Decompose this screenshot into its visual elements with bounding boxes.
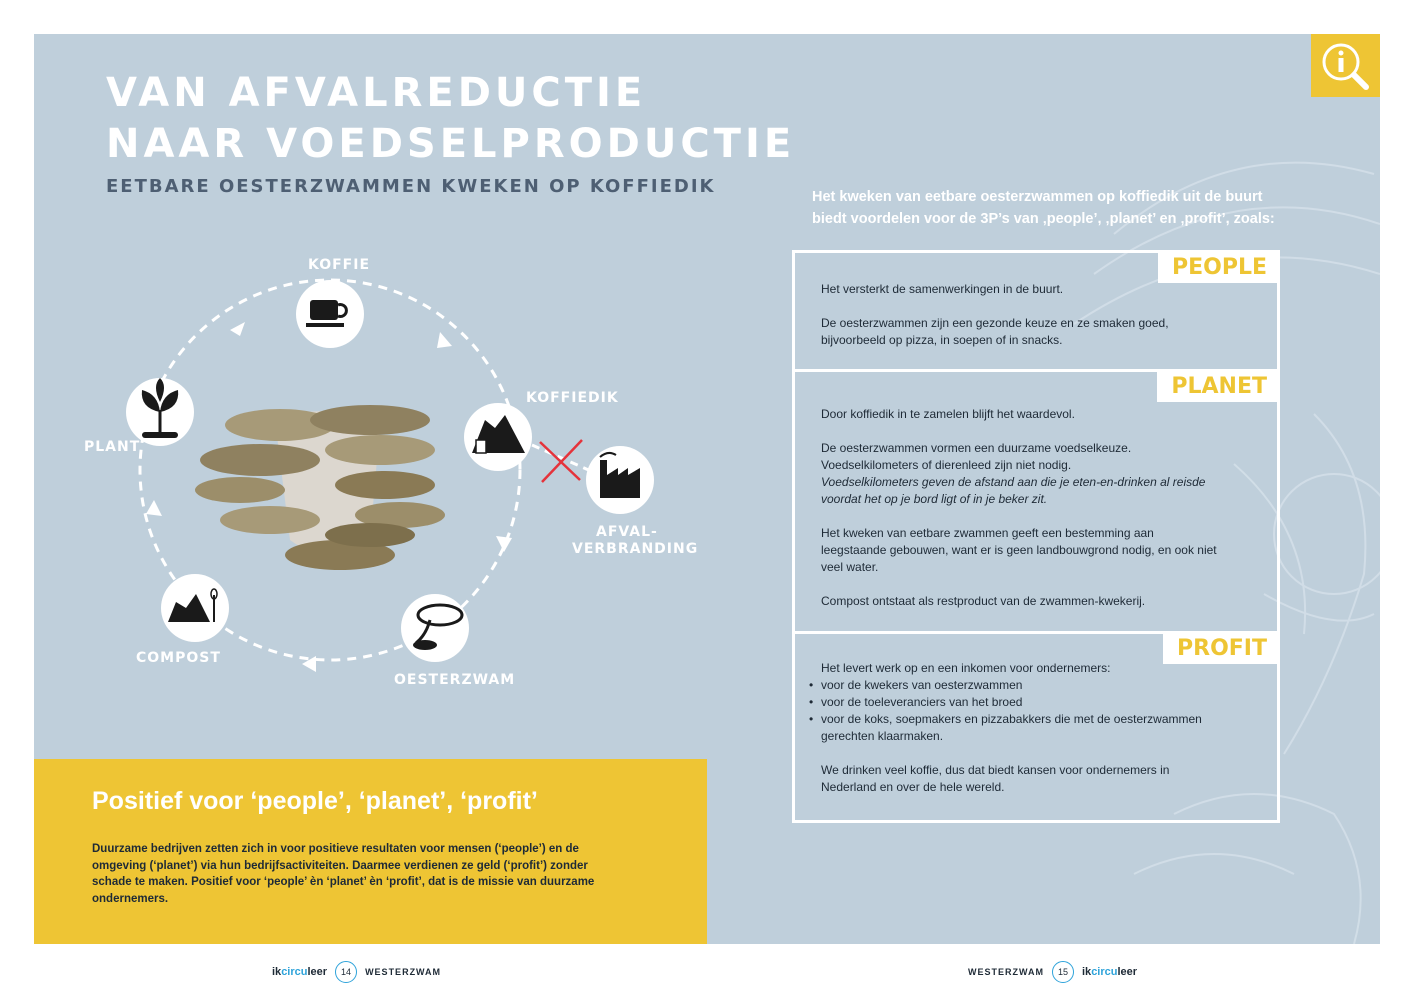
node-koffiedik <box>464 403 532 471</box>
tag-people: PEOPLE <box>1157 253 1277 283</box>
page-title-line2: NAAR VOEDSELPRODUCTIE <box>106 121 796 167</box>
node-oesterzwam <box>401 594 469 662</box>
node-afvalverbranding <box>586 446 654 514</box>
panel-people: PEOPLE Het versterkt de samenwerkingen i… <box>792 250 1280 372</box>
footer-right: WESTERZWAM 15 ikcirculeer <box>968 961 1138 983</box>
info-magnifier-icon <box>1322 43 1369 90</box>
cycle-label-oesterzwam: OESTERZWAM <box>394 672 516 688</box>
yellow-box-heading: Positief voor ‘people’, ‘planet’, ‘profi… <box>92 787 538 815</box>
profit-text-2: We drinken veel koffie, dus dat biedt ka… <box>821 763 1170 794</box>
footer-left: ikcirculeer 14 WESTERZWAM <box>272 961 442 983</box>
cycle-diagram <box>126 278 654 672</box>
cycle-arrow <box>496 536 512 552</box>
list-item: voor de kwekers van oesterzwammen <box>809 677 1221 694</box>
list-item: voor de toeleveranciers van het broed <box>809 694 1221 711</box>
node-compost <box>161 574 229 642</box>
profit-bullet-list: voor de kwekers van oesterzwammen voor d… <box>809 677 1221 745</box>
oyster-mushroom-cluster <box>195 405 445 570</box>
planet-text-3: Het kweken van eetbare zwammen geeft een… <box>821 526 1217 574</box>
tag-planet: PLANET <box>1157 372 1277 402</box>
panel-planet: PLANET Door koffiedik in te zamelen blij… <box>792 369 1280 634</box>
footer-title-right: WESTERZWAM <box>968 967 1044 977</box>
intro-text: Het kweken van eetbare oesterzwammen op … <box>812 189 1275 227</box>
planet-text-1: Door koffiedik in te zamelen blijft het … <box>821 407 1075 421</box>
cycle-arrow <box>146 500 162 516</box>
footer-title-left: WESTERZWAM <box>365 967 442 977</box>
tag-profit: PROFIT <box>1163 634 1277 664</box>
cycle-label-afval-line2: VERBRANDING <box>572 541 699 557</box>
planet-text-2: De oesterzwammen vormen een duurzame voe… <box>821 441 1132 472</box>
cycle-arrow <box>230 322 245 336</box>
brand-logo: ikcirculeer <box>272 966 328 978</box>
people-text-1: Het versterkt de samenwerkingen in de bu… <box>821 282 1064 296</box>
cycle-arrow <box>302 656 316 672</box>
cycle-label-plant: PLANT <box>84 439 141 455</box>
page-title-line1: VAN AFVALREDUCTIE <box>106 70 647 116</box>
page-number-right: 15 <box>1052 961 1074 983</box>
page-subtitle: EETBARE OESTERZWAMMEN KWEKEN OP KOFFIEDI… <box>106 176 716 197</box>
cycle-label-afval-line1: AFVAL- <box>596 524 658 540</box>
list-item: voor de koks, soepmakers en pizzabakkers… <box>809 711 1221 745</box>
info-badge <box>1311 34 1380 97</box>
panel-profit: PROFIT Het levert werk op en een inkomen… <box>792 631 1280 823</box>
profit-text-1: Het levert werk op en een inkomen voor o… <box>821 661 1111 675</box>
cycle-ring <box>138 278 522 662</box>
node-koffie <box>296 280 364 348</box>
cycle-label-koffiedik: KOFFIEDIK <box>526 390 619 406</box>
cycle-label-compost: COMPOST <box>136 650 221 666</box>
brand-logo: ikcirculeer <box>1082 966 1138 978</box>
yellow-box-body: Duurzame bedrijven zetten zich in voor p… <box>92 843 595 905</box>
people-text-2: De oesterzwammen zijn een gezonde keuze … <box>821 316 1169 347</box>
cycle-label-koffie: KOFFIE <box>308 257 371 273</box>
cycle-arrow <box>437 332 452 348</box>
page-number-left: 14 <box>335 961 358 983</box>
planet-text-2-italic: Voedselkilometers geven de afstand aan d… <box>821 475 1206 506</box>
yellow-info-box: Positief voor ‘people’, ‘planet’, ‘profi… <box>34 759 707 944</box>
node-plant <box>126 378 194 446</box>
cross-icon <box>539 439 583 483</box>
planet-text-4: Compost ontstaat als restproduct van de … <box>821 594 1146 608</box>
